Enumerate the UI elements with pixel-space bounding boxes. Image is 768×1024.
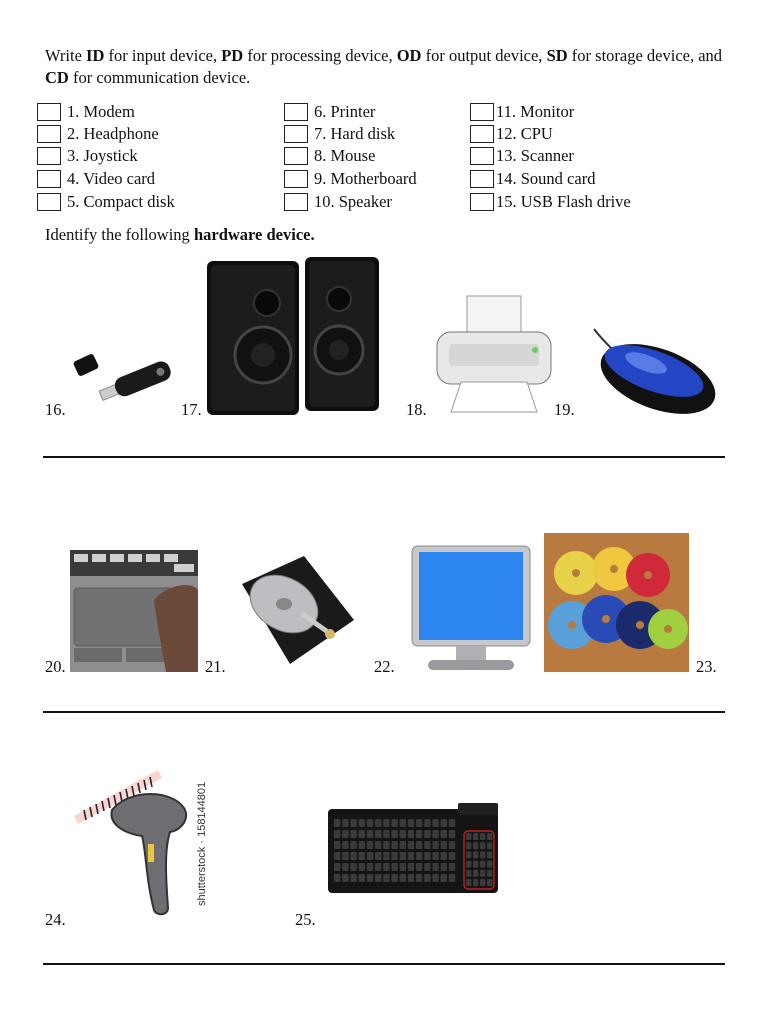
list-item: 6. Printer [284,102,375,122]
question-number-17: 17. [181,400,202,419]
question-number-22: 22. [374,657,395,676]
answer-box[interactable] [470,125,494,143]
question-number-25: 25. [295,910,316,929]
list-item: 1. Modem [37,102,135,122]
list-item: 11. Monitor [470,102,574,122]
list-item: 2. Headphone [37,124,159,144]
touchpad-image [70,550,198,672]
answer-box[interactable] [284,193,308,211]
list-item: 12. CPU [470,124,553,144]
answer-box[interactable] [37,170,61,188]
question-number-21: 21. [205,657,226,676]
question-number-23: 23. [696,657,717,676]
list-item: 10. Speaker [284,192,392,212]
answer-box[interactable] [284,147,308,165]
answer-box[interactable] [37,193,61,211]
answer-box[interactable] [284,125,308,143]
answer-box[interactable] [37,125,61,143]
answer-box[interactable] [37,103,61,121]
list-item: 15. USB Flash drive [470,192,631,212]
speakers-image [207,257,379,415]
answer-box[interactable] [470,103,494,121]
divider [43,456,725,458]
question-number-19: 19. [554,400,575,419]
list-item: 13. Scanner [470,146,574,166]
answer-box[interactable] [470,170,494,188]
monitor-image [411,545,531,670]
question-number-20: 20. [45,657,66,676]
keyboard-image [328,803,498,893]
question-number-24: 24. [45,910,66,929]
stock-watermark: shutterstock · 158144801 [196,781,208,906]
answer-box[interactable] [37,147,61,165]
question-number-16: 16. [45,400,66,419]
mouse-image [593,328,716,414]
answer-box[interactable] [284,170,308,188]
list-item: 9. Motherboard [284,169,417,189]
answer-box[interactable] [470,147,494,165]
divider [43,963,725,965]
answer-box[interactable] [284,103,308,121]
question-number-18: 18. [406,400,427,419]
section-heading: Identify the following hardware device. [45,225,315,244]
list-item: 3. Joystick [37,146,138,166]
answer-box[interactable] [470,193,494,211]
printer-image [436,295,552,413]
divider [43,711,725,713]
list-item: 7. Hard disk [284,124,395,144]
hard-disk-image [242,556,354,664]
compact-discs-image [544,533,689,672]
list-item: 8. Mouse [284,146,375,166]
list-item: 4. Video card [37,169,155,189]
usb-flash-drive-image [73,354,171,402]
list-item: 14. Sound card [470,169,595,189]
barcode-scanner-image [74,770,188,916]
instructions: Write ID for input device, PD for proces… [45,46,723,87]
list-item: 5. Compact disk [37,192,175,212]
